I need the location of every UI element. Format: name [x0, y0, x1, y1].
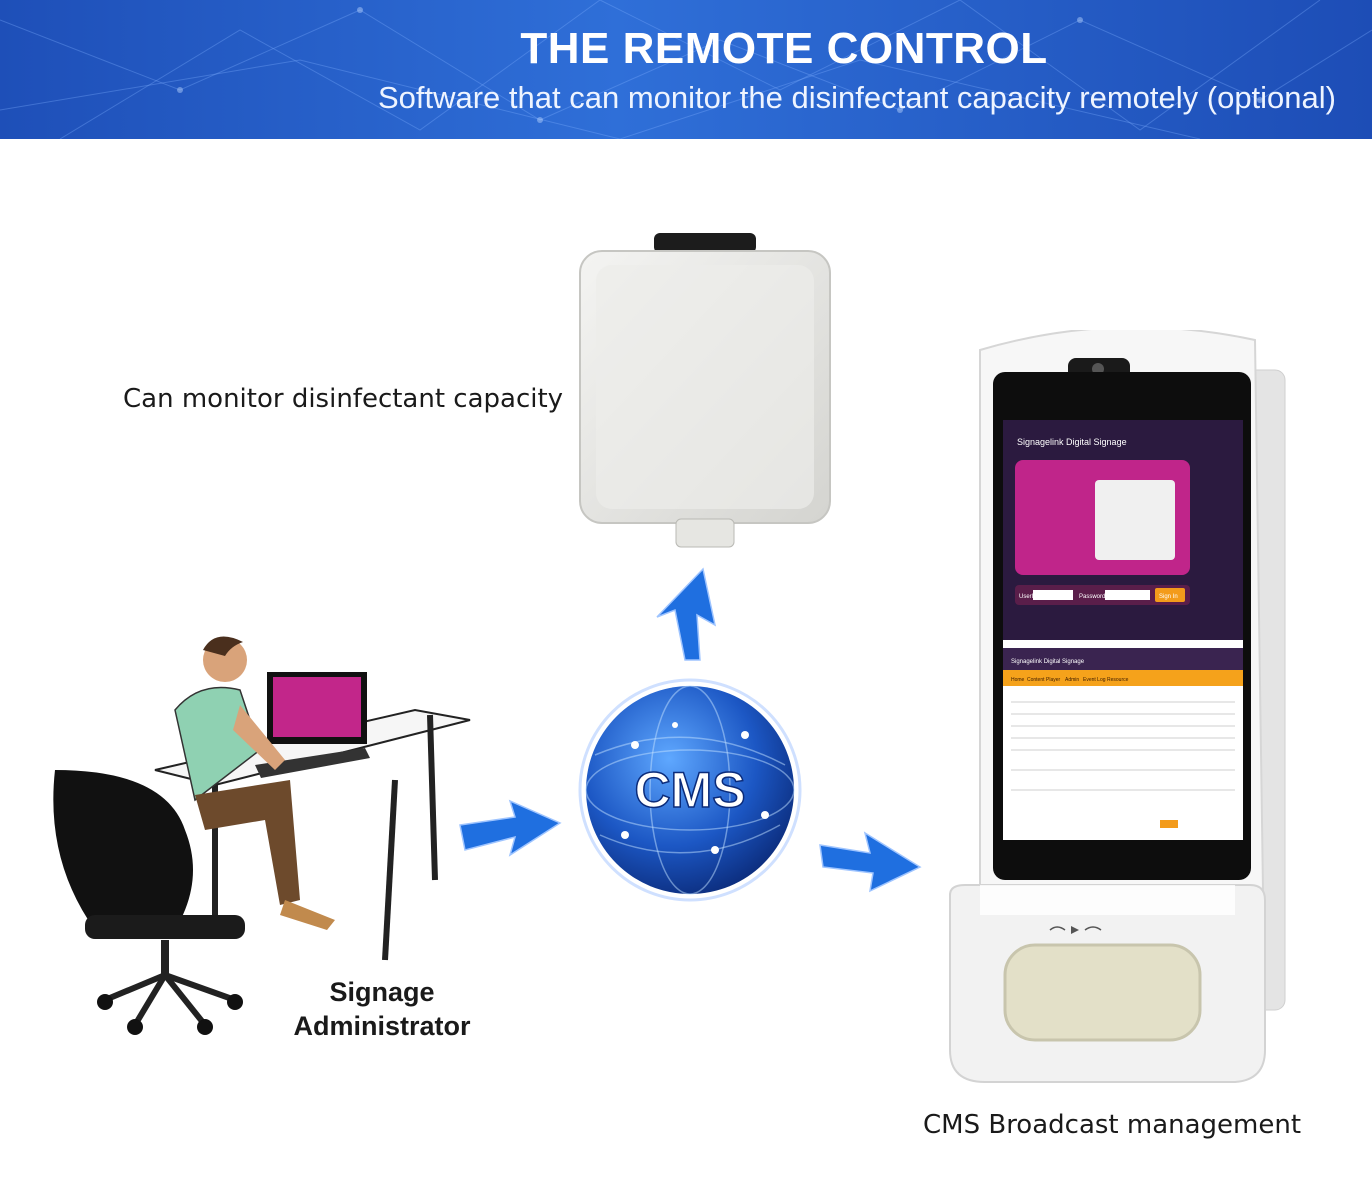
- administrator-label-line1: Signage: [329, 977, 435, 1007]
- arrow-cms-to-tank-icon: [656, 567, 717, 661]
- screen-menu-player: Player: [1046, 677, 1061, 683]
- signage-administrator-illustration: [53, 636, 471, 1035]
- screen-menu-home: Home: [1011, 677, 1025, 683]
- disinfectant-tank-image: [579, 233, 831, 548]
- administrator-label-line2: Administrator: [293, 1011, 471, 1041]
- page-subtitle: Software that can monitor the disinfecta…: [377, 80, 1336, 115]
- screen-menu-admin: Admin: [1065, 677, 1079, 683]
- screen-menu-resource: Resource: [1107, 677, 1129, 683]
- cms-globe-icon: CMS: [578, 678, 802, 902]
- screen-signin-button: Sign In: [1159, 594, 1178, 600]
- arrow-cms-to-kiosk-icon: [819, 831, 922, 893]
- screen-user-label: UserID: [1019, 594, 1038, 600]
- banner-network-pattern: [0, 0, 1372, 139]
- screen-brand-text-2: Signagelink Digital Signage: [1011, 659, 1085, 665]
- page-title: THE REMOTE CONTROL: [520, 24, 1048, 73]
- digital-signage-kiosk-image: Signagelink Digital Signage UserID Passw…: [949, 330, 1286, 1083]
- arrow-admin-to-cms-icon: [459, 799, 562, 857]
- screen-menu-content: Content: [1027, 677, 1045, 683]
- screen-password-label: Password: [1079, 594, 1105, 600]
- administrator-label: Signage Administrator: [282, 975, 482, 1043]
- cms-globe-text: CMS: [634, 762, 745, 818]
- broadcast-management-label: CMS Broadcast management: [923, 1110, 1302, 1140]
- screen-brand-text: Signagelink Digital Signage: [1017, 437, 1127, 447]
- screen-menu-eventlog: Event Log: [1083, 677, 1106, 683]
- header-banner: THE REMOTE CONTROL Software that can mon…: [0, 0, 1372, 139]
- capacity-label: Can monitor disinfectant capacity: [123, 384, 564, 414]
